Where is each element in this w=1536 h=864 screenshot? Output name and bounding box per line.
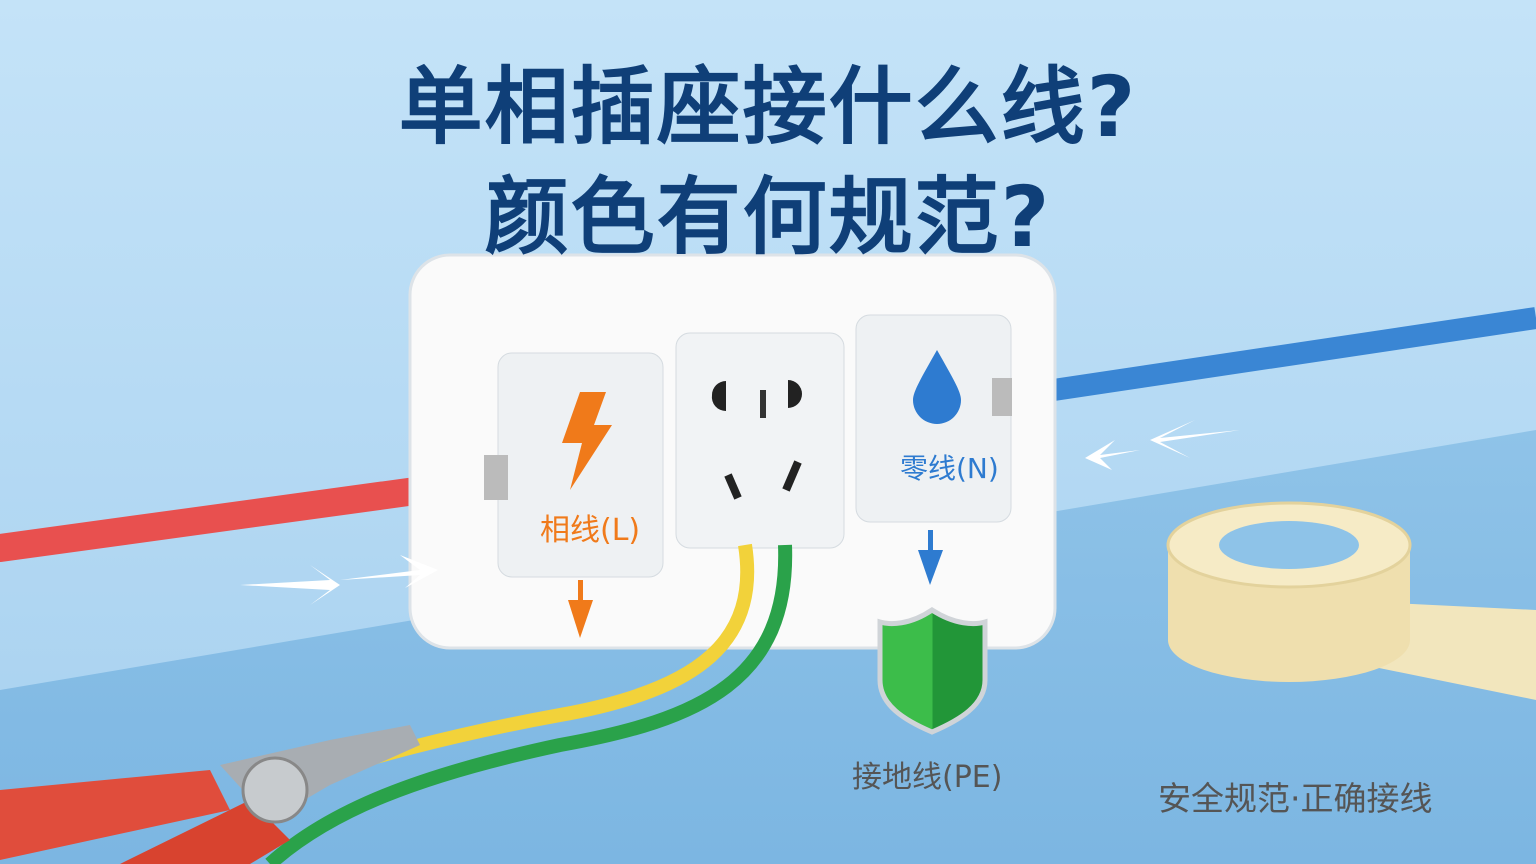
lightning-icon [562,392,612,490]
neutral-wire-label: 零线(N) [900,452,999,485]
earth-wire-label: 接地线(PE) [852,760,1003,795]
title-line-2: 颜色有何规范? [484,168,1052,266]
pliers-icon [0,725,420,864]
socket-panel [408,253,1057,650]
shield-icon [877,606,988,735]
water-drop-icon [913,350,961,424]
title-line-1: 单相插座接什么线? [398,58,1138,156]
neutral-wire [998,307,1536,409]
earth-wire-green [265,544,793,864]
down-arrow-neutral [918,530,943,585]
tape-roll-icon [1166,501,1536,700]
down-arrow-live [568,580,593,638]
live-wire-label: 相线(L) [540,513,641,548]
arrow-icon [240,420,1240,605]
slogan: 安全规范·正确接线 [1158,779,1433,818]
